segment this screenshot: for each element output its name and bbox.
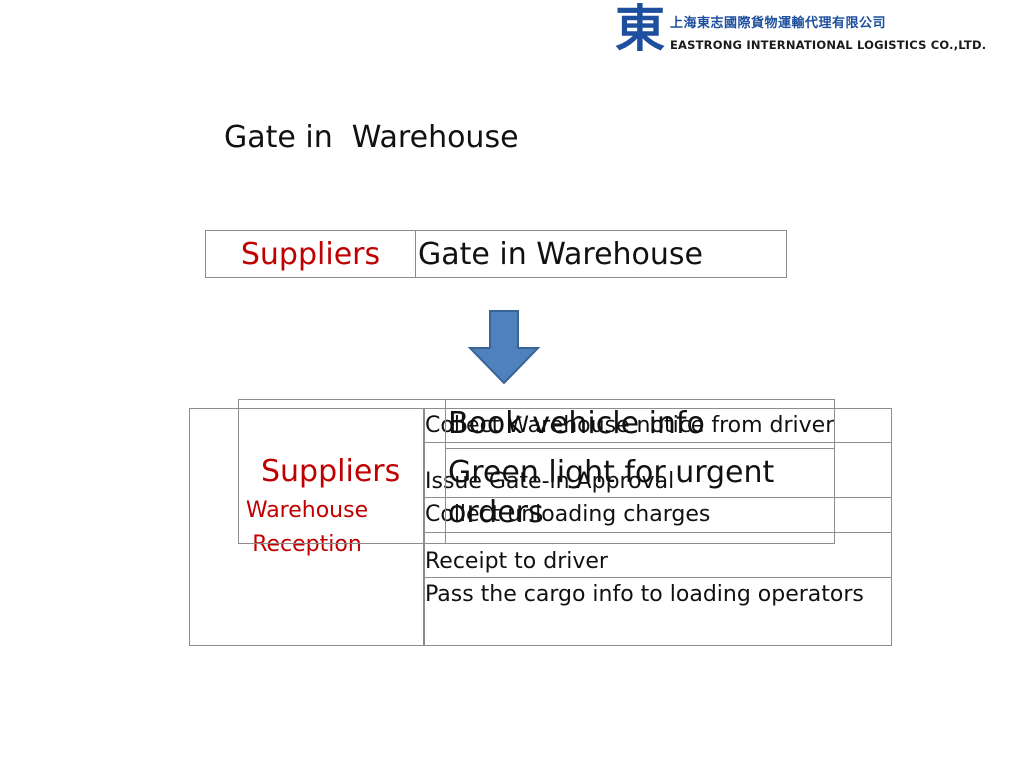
top-table-suppliers-cell: Suppliers bbox=[205, 230, 416, 278]
overlap-table-row: Green light for urgent orders bbox=[445, 448, 835, 544]
down-arrow-icon bbox=[467, 310, 541, 385]
reception-table-label-cell bbox=[189, 408, 425, 646]
top-table-gate-cell: Gate in Warehouse bbox=[415, 230, 787, 278]
overlap-row-text: Green light for urgent orders bbox=[448, 455, 775, 530]
slide-title: Gate in Warehouse bbox=[224, 120, 519, 155]
reception-row-text: Collect Warehouse notice from driver bbox=[425, 413, 835, 438]
top-table-gate-label: Gate in Warehouse bbox=[418, 237, 703, 272]
overlap-row-text: Book vehicle info bbox=[448, 406, 705, 441]
reception-table-row: Pass the cargo info to loading operators bbox=[423, 577, 892, 646]
overlap-table-row: Book vehicle info bbox=[445, 399, 835, 449]
reception-row-text: Issue Gate-in Approval bbox=[425, 469, 675, 494]
company-logo-icon: 東 bbox=[615, 0, 665, 58]
overlap-table-suppliers-cell: Suppliers bbox=[238, 399, 446, 544]
reception-row-text: Receipt to driver bbox=[425, 549, 608, 574]
company-name-chinese: 上海東志國際貨物運輸代理有限公司 bbox=[670, 16, 887, 31]
top-table-suppliers-label: Suppliers bbox=[240, 237, 381, 272]
reception-table-row: Collect unloading charges bbox=[423, 497, 892, 533]
overlap-table-suppliers-label: Suppliers bbox=[261, 454, 401, 489]
reception-row-text: Pass the cargo info to loading operators bbox=[425, 582, 864, 607]
company-name-english: EASTRONG INTERNATIONAL LOGISTICS CO.,LTD… bbox=[670, 38, 987, 52]
warehouse-reception-label: Warehouse Reception bbox=[245, 498, 369, 557]
reception-row-text: Collect unloading charges bbox=[425, 502, 711, 527]
